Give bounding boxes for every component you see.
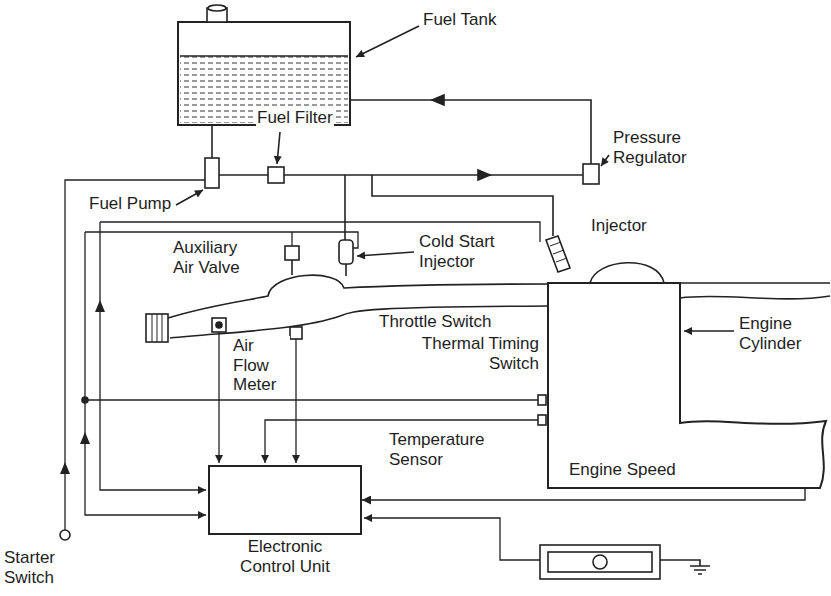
fuel-surface <box>180 55 348 57</box>
control-unit-box: Electronic Control Unit <box>208 465 362 535</box>
leader-line <box>277 132 280 164</box>
engine-cylinder-outline <box>548 283 826 488</box>
pressure-regulator <box>583 164 599 184</box>
air-inlet <box>146 314 168 342</box>
wire <box>218 332 219 463</box>
leader-line <box>357 252 414 256</box>
fuel-line <box>372 175 553 236</box>
flow-arrow <box>478 170 490 180</box>
part-label: Cold Start Injector <box>418 232 532 271</box>
part-label: Pressure Regulator <box>612 128 719 167</box>
wire <box>85 399 538 400</box>
throttle-switch <box>290 327 302 339</box>
wire <box>295 339 296 463</box>
tank-cap-top <box>208 5 226 11</box>
leader-line <box>356 26 419 57</box>
engine-outline <box>680 282 830 284</box>
part-label: Injector <box>590 216 648 236</box>
node-label: Electronic Control Unit <box>224 537 346 576</box>
wire <box>364 518 540 560</box>
ground-wire <box>660 560 700 566</box>
part-label: Temperature Sensor <box>388 430 512 469</box>
air-flow-meter <box>212 318 226 332</box>
fuel-line <box>211 125 213 158</box>
leader-line <box>176 190 203 205</box>
part-label: Fuel Filter <box>256 108 334 128</box>
part-label: Auxiliary Air Valve <box>172 238 254 277</box>
air-inlet-grille <box>152 314 162 342</box>
signal-connector <box>362 488 805 500</box>
injector <box>546 236 570 272</box>
wire <box>291 232 292 246</box>
leader-line <box>601 155 609 166</box>
fuel-pump <box>205 158 219 188</box>
part-label: Air Flow Meter <box>232 336 290 395</box>
valve-stem <box>291 260 293 275</box>
return-line <box>350 100 591 164</box>
battery-panel <box>548 552 652 572</box>
battery-gauge <box>593 555 607 569</box>
ground-symbol <box>690 566 710 574</box>
part-label: Thermal Timing Switch <box>378 334 540 373</box>
wire-junction <box>82 397 88 403</box>
leader-line <box>684 330 734 332</box>
wire-arrow <box>95 300 105 312</box>
thermal-timing-switch <box>538 395 546 405</box>
node-label: Engine Speed <box>568 460 677 480</box>
part-label: Fuel Tank <box>422 10 497 30</box>
wire-arrow <box>80 432 90 444</box>
temperature-sensor <box>538 415 546 425</box>
injector-hatch <box>550 242 567 262</box>
starter-switch-terminal <box>60 530 70 540</box>
injector-nozzle <box>345 264 347 276</box>
battery <box>540 545 660 579</box>
engine-outline <box>680 296 830 299</box>
part-label: Throttle Switch <box>378 312 492 332</box>
part-label: Fuel Pump <box>88 194 172 214</box>
wire-arrow <box>60 462 70 474</box>
part-label: Starter Switch <box>3 548 67 587</box>
part-label: Engine Cylinder <box>738 314 826 353</box>
auxiliary-air-valve <box>285 246 299 260</box>
fuel-line <box>344 175 346 240</box>
air-flow-meter-dot <box>216 322 222 328</box>
fuel-filter <box>268 167 284 183</box>
valve-cover <box>590 263 664 283</box>
cold-start-injector <box>339 240 353 264</box>
flow-arrow <box>432 95 444 105</box>
